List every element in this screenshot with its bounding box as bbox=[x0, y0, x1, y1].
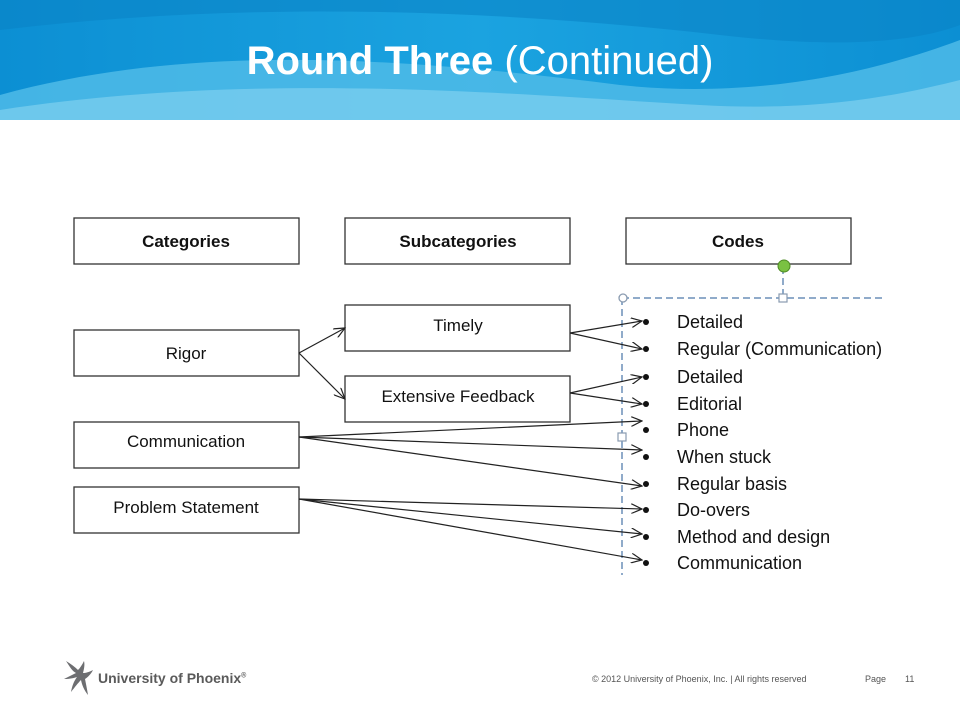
bullet-icon bbox=[643, 507, 649, 513]
logo-wordmark: University of Phoenix® bbox=[98, 670, 247, 686]
code-item: Do-overs bbox=[677, 500, 750, 520]
slide-title: Round Three (Continued) bbox=[0, 38, 960, 84]
resize-handle-icon[interactable] bbox=[618, 293, 628, 303]
code-item: When stuck bbox=[677, 447, 772, 467]
slide-header: Round Three (Continued) bbox=[0, 0, 960, 120]
bullet-icon bbox=[643, 560, 649, 566]
bullet-icon bbox=[643, 401, 649, 407]
copyright-text: © 2012 University of Phoenix, Inc. | All… bbox=[592, 674, 807, 684]
code-item: Communication bbox=[677, 553, 802, 573]
code-item: Regular (Communication) bbox=[677, 339, 882, 359]
header-label: Categories bbox=[142, 232, 230, 251]
header-background bbox=[0, 0, 960, 120]
code-item: Method and design bbox=[677, 527, 830, 547]
bullet-icon bbox=[643, 374, 649, 380]
category-label: Problem Statement bbox=[113, 498, 259, 517]
bullet-icon bbox=[643, 454, 649, 460]
category-label: Rigor bbox=[166, 344, 207, 363]
code-item: Detailed bbox=[677, 367, 743, 387]
connector-arrows bbox=[298, 321, 642, 560]
bullet-icon bbox=[643, 427, 649, 433]
category-label: Communication bbox=[127, 432, 245, 451]
code-item: Phone bbox=[677, 420, 729, 440]
subcategory-box-timely: Timely bbox=[344, 304, 571, 352]
university-logo: University of Phoenix® bbox=[62, 659, 246, 697]
code-item: Detailed bbox=[677, 312, 743, 332]
subcategory-box-extensive-feedback: Extensive Feedback bbox=[344, 375, 571, 423]
code-item: Regular basis bbox=[677, 474, 787, 494]
bullet-icon bbox=[643, 534, 649, 540]
subcategory-label: Extensive Feedback bbox=[381, 387, 535, 406]
title-bold: Round Three bbox=[246, 39, 494, 83]
slide-footer: University of Phoenix® © 2012 University… bbox=[0, 655, 960, 705]
category-box-problem-statement: Problem Statement bbox=[73, 486, 300, 534]
header-box-categories: Categories bbox=[73, 217, 300, 265]
resize-handle-icon[interactable] bbox=[778, 293, 788, 303]
title-rest: (Continued) bbox=[493, 39, 714, 83]
category-box-communication: Communication bbox=[73, 421, 300, 469]
header-box-codes: Codes bbox=[625, 217, 852, 265]
rotate-handle-icon[interactable] bbox=[777, 259, 791, 273]
codes-list: Detailed Regular (Communication) Detaile… bbox=[643, 312, 882, 573]
bullet-icon bbox=[643, 346, 649, 352]
code-item: Editorial bbox=[677, 394, 742, 414]
category-box-rigor: Rigor bbox=[73, 329, 300, 377]
header-box-subcategories: Subcategories bbox=[344, 217, 571, 265]
page-number: 11 bbox=[905, 674, 915, 684]
resize-handle-icon[interactable] bbox=[617, 432, 627, 442]
header-label: Subcategories bbox=[399, 232, 516, 251]
phoenix-bird-icon bbox=[64, 661, 93, 695]
subcategory-label: Timely bbox=[433, 316, 483, 335]
bullet-icon bbox=[643, 319, 649, 325]
header-label: Codes bbox=[712, 232, 764, 251]
page-label: Page bbox=[865, 674, 887, 684]
bullet-icon bbox=[643, 481, 649, 487]
